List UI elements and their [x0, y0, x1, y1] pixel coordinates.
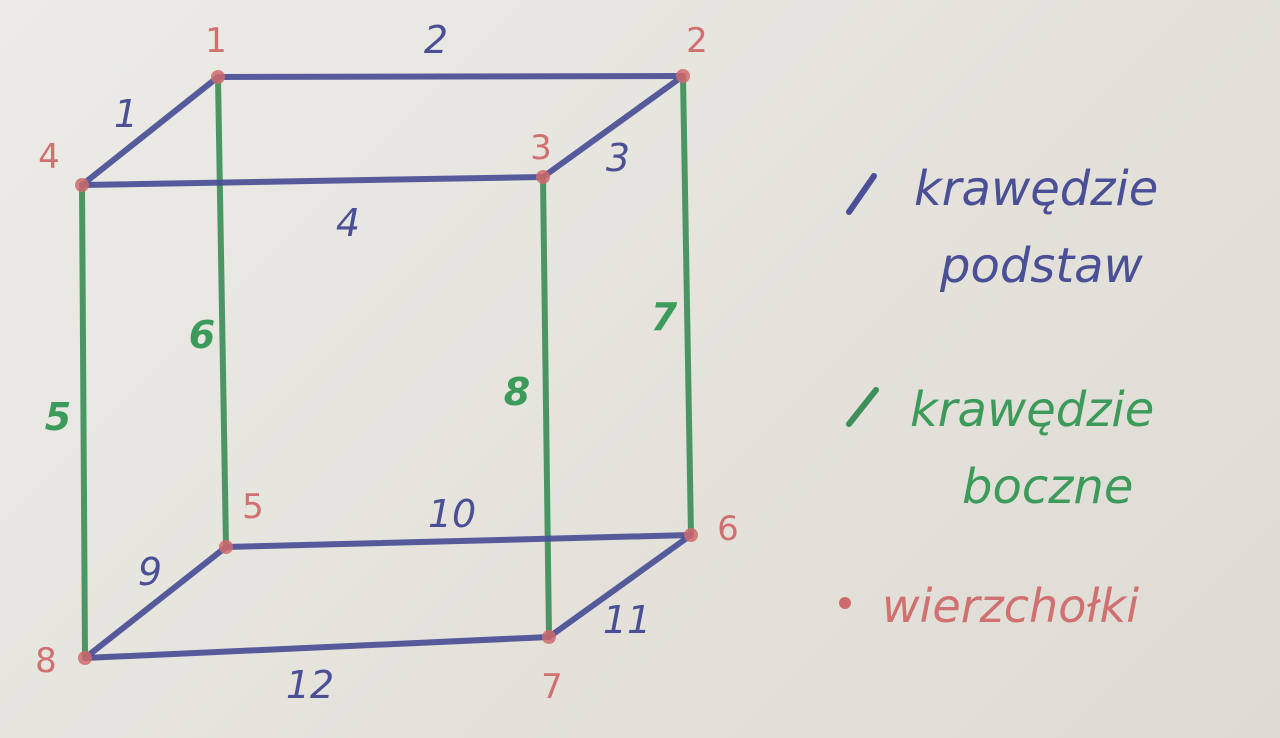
vertex-label-5: 5 [242, 487, 264, 527]
base-edge-12 [82, 634, 552, 661]
lateral-edge-7 [680, 73, 694, 538]
vertex-6 [684, 528, 698, 542]
vertex-label-7: 7 [541, 667, 563, 707]
base-edge-label-11: 11 [603, 598, 651, 642]
vertex-4 [75, 178, 89, 192]
vertex-label-4: 4 [38, 137, 60, 177]
vertex-7 [542, 630, 556, 644]
base-edge-11 [546, 532, 694, 640]
vertices-layer [75, 69, 698, 665]
vertex-label-8: 8 [35, 641, 57, 681]
legend: krawędzie podstaw krawędzie boczne wierz… [839, 161, 1158, 633]
base-edge-label-4: 4 [336, 201, 360, 245]
lateral-edge-5 [79, 182, 88, 661]
base-edge-10 [223, 532, 694, 550]
lateral-edge-label-5: 5 [45, 395, 71, 439]
legend-lateral-edges-label: krawędzie [910, 382, 1154, 438]
base-edge-label-12: 12 [286, 663, 334, 707]
base-edge-3 [540, 73, 686, 180]
vertex-label-3: 3 [530, 128, 552, 168]
legend-base-edge-swatch [846, 173, 877, 215]
vertex-2 [676, 69, 690, 83]
legend-base-edges-label-line2: podstaw [939, 238, 1144, 294]
lateral-edge-label-7: 7 [651, 295, 678, 339]
legend-vertex-swatch [839, 597, 851, 609]
lateral-edge-8 [540, 174, 552, 640]
legend-lateral-edges-label-line2: boczne [962, 459, 1133, 515]
edges-layer [79, 73, 694, 661]
vertex-3 [536, 170, 550, 184]
lateral-edge-6 [215, 74, 229, 550]
base-edge-label-1: 1 [114, 92, 138, 136]
vertex-5 [219, 540, 233, 554]
base-edge-1 [79, 74, 221, 188]
lateral-edge-label-6: 6 [189, 313, 215, 357]
base-edge-label-9: 9 [138, 550, 162, 594]
legend-base-edges-label: krawędzie [914, 161, 1158, 217]
base-edge-9 [82, 544, 229, 661]
base-edge-label-2: 2 [424, 18, 448, 62]
vertex-label-1: 1 [205, 21, 227, 61]
base-edge-label-3: 3 [606, 136, 630, 180]
lateral-edge-label-8: 8 [504, 370, 530, 414]
vertex-label-2: 2 [686, 21, 708, 61]
vertex-1 [211, 70, 225, 84]
base-edge-label-10: 10 [428, 492, 476, 536]
base-edge-4 [79, 174, 546, 188]
vertex-label-6: 6 [717, 509, 739, 549]
legend-vertices-label: wierzchołki [882, 579, 1139, 633]
base-edge-2 [215, 73, 686, 80]
legend-lateral-edge-swatch [846, 387, 879, 427]
vertex-8 [78, 651, 92, 665]
